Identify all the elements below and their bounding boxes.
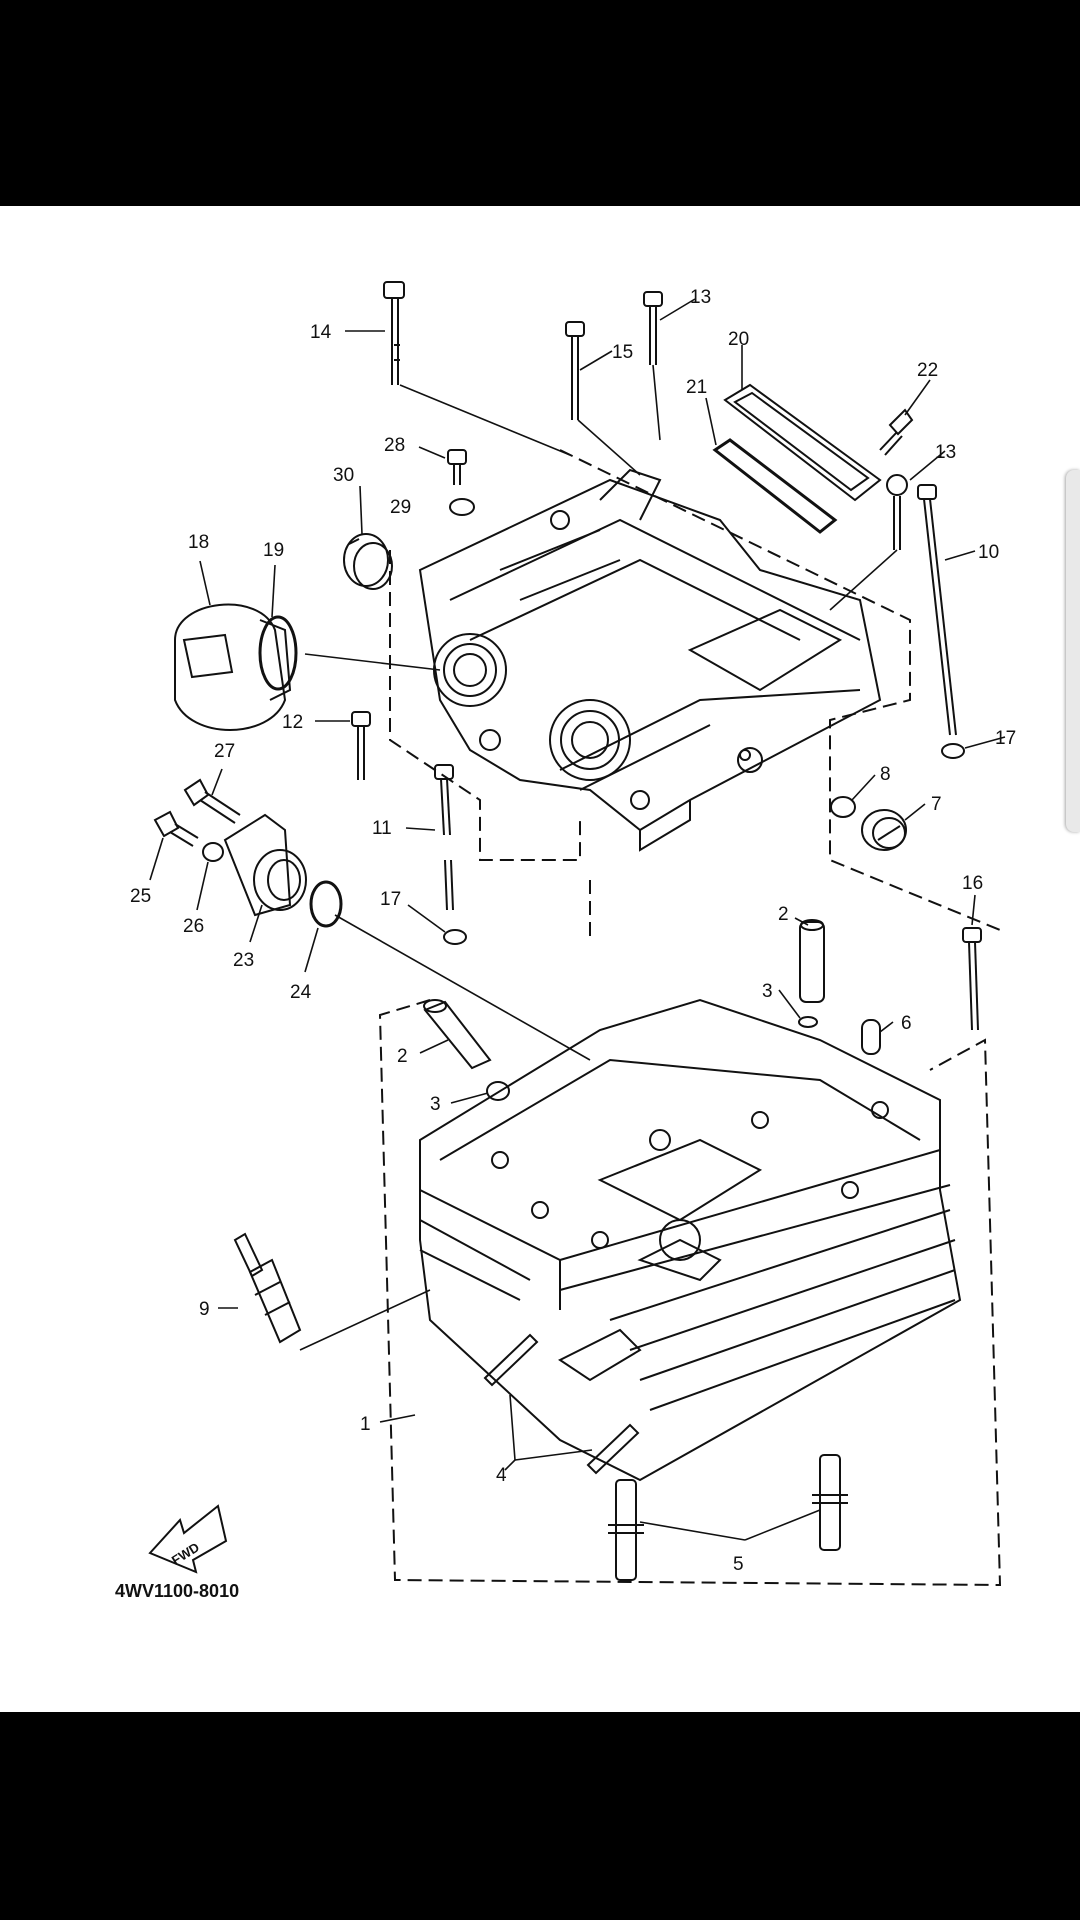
seal-30	[343, 533, 393, 590]
callout-13-top: 13	[690, 287, 711, 308]
cylinder-head-cover	[418, 468, 882, 852]
stud-5-right	[812, 1454, 848, 1551]
callout-24: 24	[290, 982, 312, 1003]
top-letterbox	[0, 0, 1080, 206]
callout-12: 12	[282, 712, 303, 733]
circlip-3-left	[486, 1081, 510, 1101]
callout-13-side: 13	[935, 442, 956, 463]
pin-6	[861, 1019, 881, 1055]
bolt-12	[351, 711, 371, 780]
long-bolt-14	[383, 281, 405, 385]
bottom-letterbox	[0, 1712, 1080, 1920]
circlip-3-right	[798, 1016, 818, 1028]
bolt-22	[879, 408, 914, 456]
callout-16: 16	[962, 873, 983, 894]
spark-plug-9	[233, 1232, 302, 1344]
stud-4-upper	[483, 1333, 539, 1387]
bolt-16	[962, 927, 982, 1031]
bolt-13-side	[886, 474, 908, 550]
callout-26: 26	[183, 916, 204, 937]
o-ring-24	[309, 880, 343, 928]
lower-group-outline	[378, 880, 1002, 1587]
bolt-25	[153, 810, 199, 847]
o-ring-21	[712, 438, 838, 534]
callout-28: 28	[384, 435, 405, 456]
callout-14: 14	[310, 322, 332, 343]
callout-labels: 14 15 13 20 21 22 13 10 17 8 7 28 30 29 …	[130, 287, 1016, 1575]
callout-30: 30	[333, 465, 354, 486]
valve-guide-2-right	[799, 919, 825, 1003]
callout-15: 15	[612, 342, 633, 363]
callout-11: 11	[372, 818, 392, 839]
long-stud-10	[917, 484, 957, 736]
callout-17-left: 17	[380, 889, 401, 910]
upper-group-outline	[389, 449, 1001, 931]
callout-3-left: 3	[430, 1094, 441, 1115]
callout-27: 27	[214, 741, 235, 762]
callout-17-right: 17	[995, 728, 1016, 749]
fwd-label: FWD	[169, 1540, 202, 1568]
cover-plate-20	[723, 383, 882, 502]
o-ring-19	[258, 615, 298, 691]
callout-6: 6	[901, 1013, 912, 1034]
washer-17-left	[443, 929, 467, 945]
callout-7: 7	[931, 794, 942, 815]
washer-29	[449, 498, 475, 516]
scroll-handle[interactable]	[1066, 470, 1080, 832]
callout-1: 1	[360, 1414, 371, 1435]
diagram-page	[0, 206, 1080, 1712]
stud-4-lower	[586, 1423, 640, 1475]
callout-18: 18	[188, 532, 209, 553]
callout-2-left: 2	[397, 1046, 408, 1067]
callout-10: 10	[978, 542, 999, 563]
fwd-arrow-icon	[148, 1504, 228, 1574]
leader-lines	[149, 298, 1006, 1541]
callout-23: 23	[233, 950, 254, 971]
cap-7	[861, 809, 907, 851]
callout-5: 5	[733, 1554, 744, 1575]
callout-2-right: 2	[778, 904, 789, 925]
callout-21: 21	[686, 377, 707, 398]
callout-4: 4	[496, 1465, 507, 1486]
tensioner-23	[223, 813, 307, 917]
stud-5-left	[608, 1479, 644, 1581]
cap-18	[174, 603, 292, 731]
callout-22: 22	[917, 360, 938, 381]
bolt-15	[565, 321, 585, 420]
washer-26	[202, 842, 224, 862]
callout-19: 19	[263, 540, 284, 561]
bolt-11	[434, 764, 454, 911]
valve-guide-2-left	[423, 999, 492, 1070]
callout-8: 8	[880, 764, 891, 785]
callout-20: 20	[728, 329, 749, 350]
cylinder-head	[419, 998, 962, 1482]
part-code: 4WV1100-8010	[115, 1581, 239, 1601]
callout-25: 25	[130, 886, 151, 907]
callout-29: 29	[390, 497, 411, 518]
callout-9: 9	[199, 1299, 210, 1320]
callout-3-right: 3	[762, 981, 773, 1002]
screw-28	[447, 449, 467, 485]
o-ring-8	[830, 796, 856, 818]
bolt-13-top	[643, 291, 663, 365]
bolt-27	[183, 778, 241, 824]
washer-17-right	[941, 743, 965, 759]
